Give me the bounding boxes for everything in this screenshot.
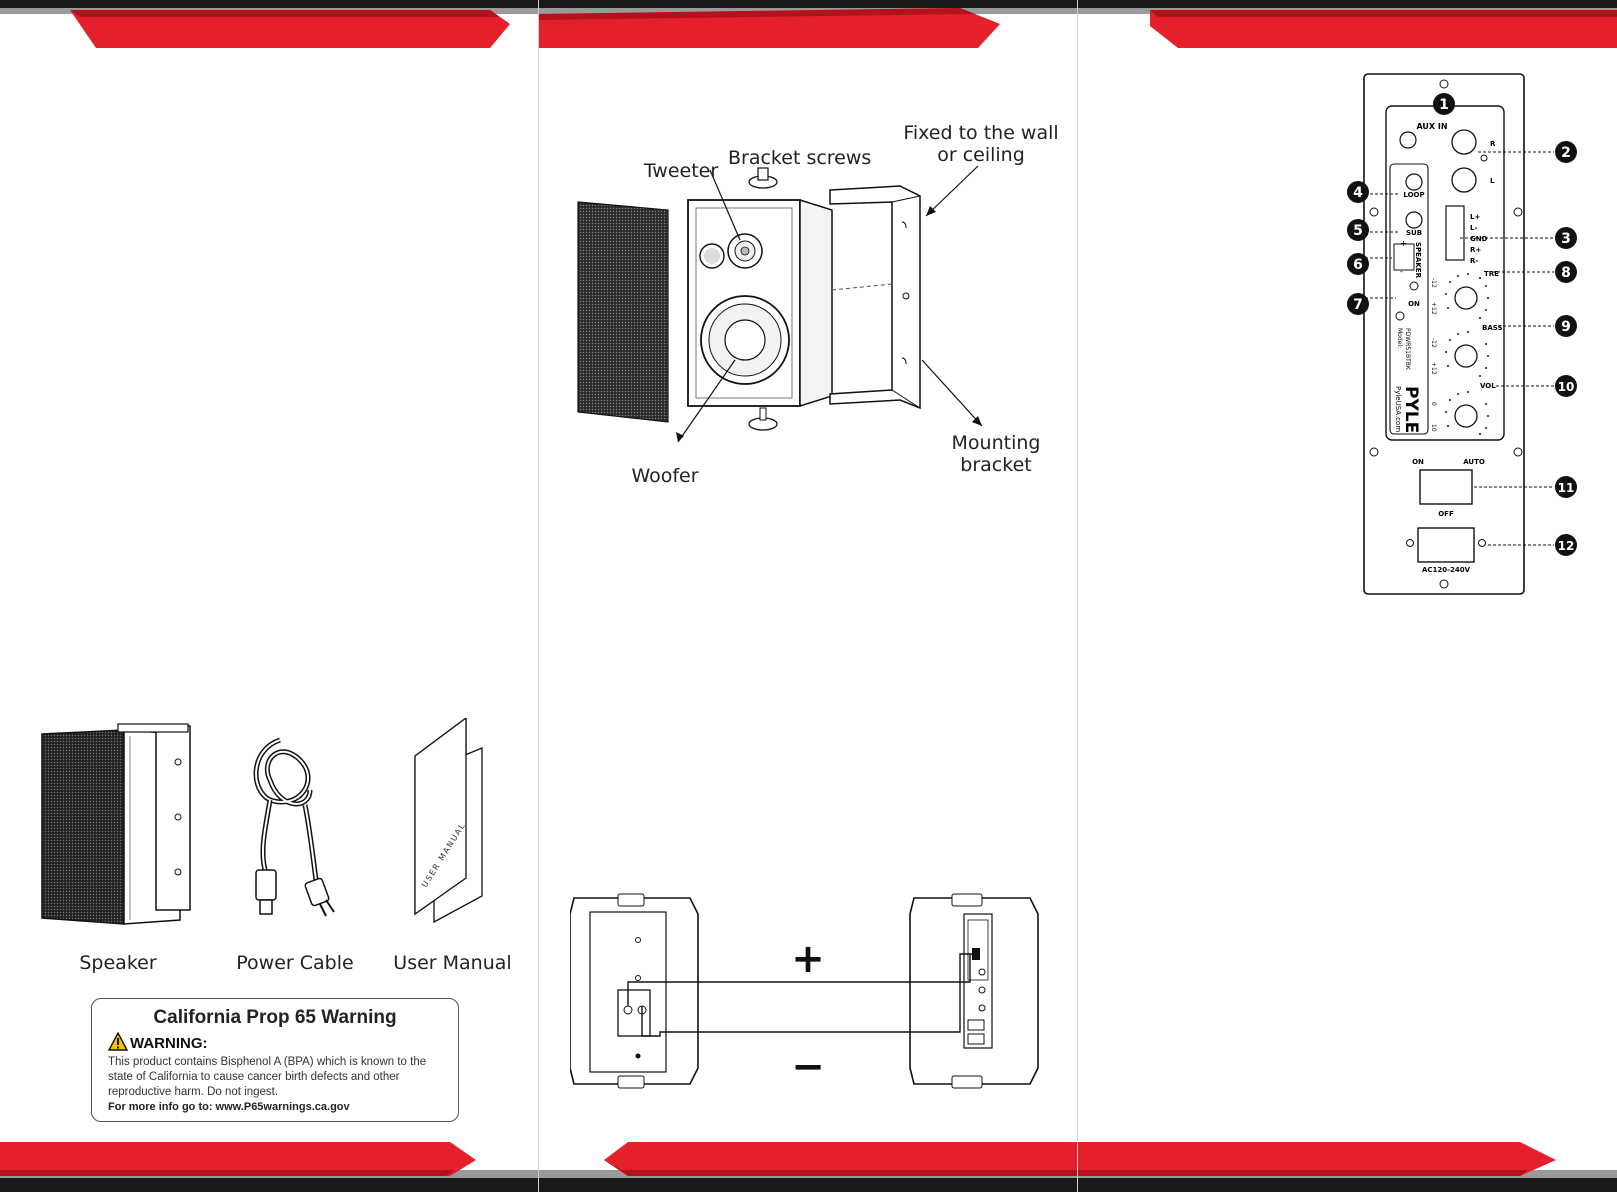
panel-divider-1 (538, 0, 539, 1192)
speaker-illustration (41, 723, 191, 925)
switch-auto-label: AUTO (1463, 458, 1485, 466)
callout-10: 10 (1558, 380, 1575, 394)
bass-knob[interactable] (1454, 344, 1478, 368)
aux-in-label: AUX IN (1416, 122, 1447, 131)
panel-divider-2 (1077, 0, 1078, 1192)
volume-knob[interactable] (1454, 404, 1478, 428)
terminal-r-plus: R+ (1470, 246, 1481, 254)
wire-minus-sign: − (791, 1044, 825, 1090)
ac-inlet[interactable] (1417, 527, 1475, 563)
callout-9: 9 (1561, 319, 1571, 335)
switch-on-label: ON (1412, 458, 1424, 466)
wiring-diagram: + − (570, 893, 1039, 1090)
callout-4: 4 (1353, 185, 1363, 201)
l-label: L (1490, 177, 1495, 185)
terminal-l-plus: L+ (1470, 213, 1480, 221)
user-manual-label: User Manual (393, 952, 512, 974)
rear-panel-left-callouts: 4 5 6 7 (1347, 181, 1369, 315)
speaker-minus: - (1400, 267, 1403, 276)
switch-off-label: OFF (1438, 510, 1454, 518)
woofer-label: Woofer (631, 465, 699, 487)
vol-max: 10 (1430, 424, 1437, 432)
terminal-gnd: GND (1470, 235, 1488, 243)
power-rating-label: AC120-240V (1422, 566, 1471, 574)
tweeter-label: Tweeter (643, 160, 719, 182)
callout-6: 6 (1353, 257, 1363, 273)
brand-logo: PYLE (1401, 386, 1421, 433)
callout-3: 3 (1561, 231, 1571, 247)
website-label: PyleUSA.com (1394, 386, 1402, 432)
speaker-plus: + (1400, 239, 1407, 248)
bass-max: +12 (1430, 362, 1437, 375)
terminal-l-minus: L- (1470, 224, 1477, 232)
tre-label: TRE (1484, 270, 1499, 278)
mounting-bracket-label-line2: bracket (960, 454, 1032, 476)
treble-knob[interactable] (1454, 286, 1478, 310)
callout-11: 11 (1558, 481, 1575, 495)
bass-min: -12 (1430, 338, 1437, 348)
vol-label: VOL (1480, 382, 1496, 390)
exploded-view-diagram (577, 165, 983, 443)
footer-band (0, 1142, 1617, 1192)
bass-label: BASS (1482, 324, 1503, 332)
terminal-r-minus: R- (1470, 257, 1478, 265)
prop65-warning-box: California Prop 65 Warning WARNING: This… (91, 998, 459, 1122)
loop-label: LOOP (1403, 191, 1424, 199)
model-number: PDWR51BTBK (1404, 328, 1411, 371)
prop65-body: This product contains Bisphenol A (BPA) … (108, 1056, 427, 1098)
callout-7: 7 (1353, 297, 1363, 313)
prop65-more-info: For more info go to: www.P65warnings.ca.… (108, 1101, 350, 1113)
fixed-to-wall-label-line1: Fixed to the wall (903, 122, 1059, 144)
power-cable-label: Power Cable (236, 952, 354, 974)
prop65-heading: WARNING: (130, 1035, 208, 1052)
bracket-screws-label: Bracket screws (728, 147, 872, 169)
speaker-label: Speaker (79, 952, 157, 974)
prop65-title: California Prop 65 Warning (153, 1007, 397, 1028)
fixed-to-wall-label-line2: or ceiling (937, 144, 1025, 166)
callout-2: 2 (1561, 145, 1571, 161)
sub-label: SUB (1406, 229, 1422, 237)
mounting-bracket-label-line1: Mounting (951, 432, 1041, 454)
user-manual-illustration: USER MANUAL (414, 718, 483, 924)
callout-1: 1 (1439, 97, 1449, 113)
wire-plus-sign: + (791, 936, 825, 982)
header-band (0, 0, 1617, 48)
r-label: R (1490, 140, 1496, 148)
callout-8: 8 (1561, 265, 1571, 281)
callout-5: 5 (1353, 223, 1363, 239)
rear-panel-diagram: AUX IN R L LOOP SUB + - SPEAKER ON Model… (1356, 73, 1577, 595)
tre-min: -12 (1430, 278, 1437, 288)
power-mode-switch[interactable] (1419, 469, 1473, 505)
tre-max: +12 (1430, 302, 1437, 315)
warning-icon (108, 1032, 128, 1051)
speaker-label: SPEAKER (1414, 242, 1422, 279)
led-on-label: ON (1408, 300, 1420, 308)
model-label: Model: (1396, 328, 1403, 348)
vol-min: 0 (1430, 402, 1437, 406)
callout-12: 12 (1558, 539, 1575, 553)
power-cable-illustration (253, 737, 335, 917)
